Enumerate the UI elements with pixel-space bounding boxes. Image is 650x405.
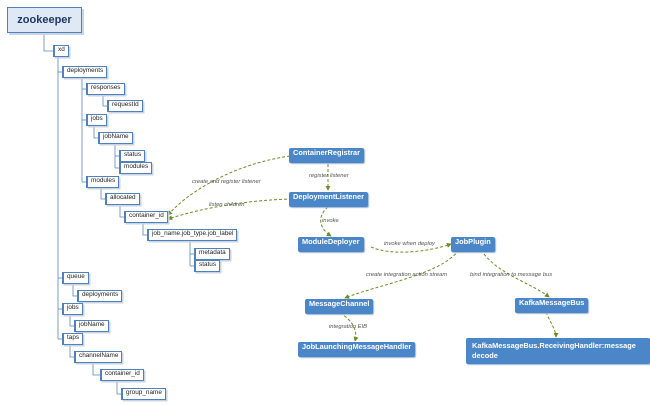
component-job-plugin[interactable]: JobPlugin [451, 237, 495, 252]
tree-node-container-id[interactable]: container_id [124, 211, 168, 223]
tree-node-xd[interactable]: xd [53, 45, 69, 57]
edge-label-create-integration-stream: create integration action stream [366, 272, 448, 278]
edge-label-invoke-when-deploy: invoke when deploy [384, 241, 435, 247]
tree-node-allocated[interactable]: allocated [105, 193, 140, 205]
tree-node-status-module[interactable]: status [194, 260, 221, 272]
edge-label-listen-children: listen children [209, 202, 245, 208]
edge-integration-eib [339, 312, 359, 342]
tree-node-job-label[interactable]: job_name.job_type.job_label [147, 229, 238, 241]
tree-line-jobs-jobname [93, 125, 98, 139]
edge-label-invoke: invoke [322, 218, 339, 224]
tree-line-allocated-container [119, 204, 124, 218]
tree-node-channelname[interactable]: channelName [74, 351, 123, 363]
tree-line-root-xd [43, 31, 53, 52]
edge-label-create-register-listener: create and register listener [192, 179, 261, 185]
component-container-registrar[interactable]: ContainerRegistrar [289, 148, 364, 163]
component-deployment-listener[interactable]: DeploymentListener [289, 192, 369, 207]
edge-create-integration-stream [344, 249, 460, 299]
tree-node-deployments[interactable]: deployments [62, 66, 108, 78]
component-message-channel[interactable]: MessageChannel [305, 299, 374, 314]
tree-node-queue[interactable]: queue [62, 272, 89, 284]
tree-line-container-groupname [116, 380, 121, 395]
tree-line-channel-container [92, 362, 100, 376]
edge-invoke [320, 206, 332, 237]
tree-node-jobs[interactable]: jobs [86, 114, 107, 126]
component-receiving-handler[interactable]: KafkaMessageBus.ReceivingHandler:message… [466, 338, 650, 364]
edge-label-integration-eib: integration EIB [329, 324, 368, 330]
tree-line-modules-allocated [100, 187, 105, 200]
tree-node-queue-deployments[interactable]: deployments [77, 290, 123, 302]
tree-node-modules-deployed[interactable]: modules [86, 176, 120, 188]
tree-line-container-joblabel [142, 222, 147, 236]
component-kafka-message-bus[interactable]: KafkaMessageBus [515, 298, 589, 313]
edge-listen-children [167, 198, 293, 221]
edge-label-bind-integration: bind integration to message bus [470, 272, 553, 278]
tree-node-jobname[interactable]: jobName [98, 132, 133, 144]
tree-node-group-name[interactable]: group_name [121, 388, 166, 400]
edge-message-decode [545, 311, 559, 338]
zookeeper-root-node[interactable]: zookeeper [7, 7, 82, 33]
component-job-launching-handler[interactable]: JobLaunchingMessageHandler [298, 342, 416, 357]
tree-node-metadata[interactable]: metadata [194, 248, 230, 260]
tree-line-queue-deployments [72, 283, 77, 297]
tree-line-jobs2-jobname [69, 314, 74, 327]
tree-node-taps-container-id[interactable]: container_id [100, 369, 144, 381]
edge-label-register-listener: register listener [309, 173, 349, 179]
tree-node-modules[interactable]: modules [119, 162, 153, 174]
tree-line-taps-channelname [69, 344, 74, 358]
tree-node-requestid[interactable]: requestId [107, 100, 143, 112]
tree-node-jobs-root[interactable]: jobs [62, 303, 83, 315]
edge-create-register-listener [167, 155, 291, 216]
edge-invoke-when-deploy [370, 243, 452, 253]
edge-bind-integration [480, 249, 550, 298]
component-module-deployer[interactable]: ModuleDeployer [298, 237, 364, 252]
tree-node-jobs-jobname[interactable]: jobName [74, 320, 109, 332]
tree-line-responses-requestid [102, 94, 107, 107]
tree-node-taps[interactable]: taps [62, 333, 84, 345]
tree-node-status[interactable]: status [119, 150, 146, 162]
tree-node-responses[interactable]: responses [86, 83, 125, 95]
